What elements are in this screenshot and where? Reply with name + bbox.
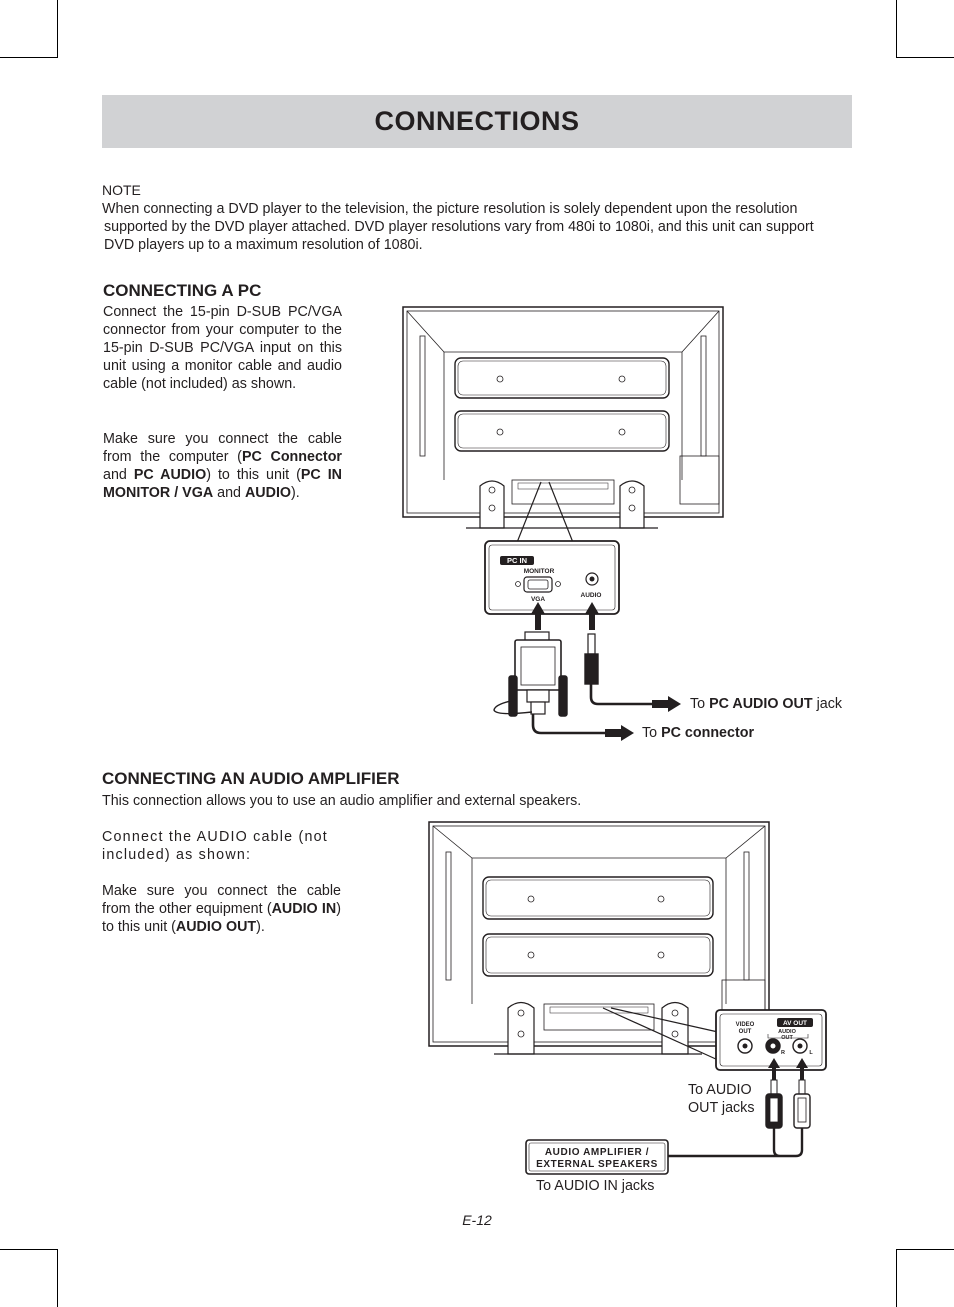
amp-connection-diagram: VIDEO OUT AV OUT AUDIO OUT R L AUDIO AMP… bbox=[428, 821, 827, 1175]
pc-in-panel bbox=[484, 540, 620, 615]
monitor-label: MONITOR bbox=[524, 568, 555, 575]
vga-label: VGA bbox=[531, 596, 545, 603]
pc-para2-text-c: and bbox=[103, 467, 134, 483]
amp-para2-text-e: ). bbox=[256, 919, 265, 935]
arrow-up-audio bbox=[585, 602, 599, 630]
page-number: E-12 bbox=[462, 1212, 492, 1228]
page-title-bar: CONNECTIONS bbox=[102, 95, 852, 148]
pc-para2-bold-pc-in: PC IN MONITOR / VGA bbox=[103, 467, 342, 501]
label-to-audio-in-jacks: To AUDIO IN jacks bbox=[536, 1178, 655, 1194]
pc-section-para-1: Connect the 15-pin D-SUB PC/VGA connecto… bbox=[103, 304, 342, 392]
note-label: NOTE bbox=[102, 182, 141, 198]
crop-mark-bottom-left-v bbox=[57, 1249, 58, 1307]
audio-cable bbox=[668, 1143, 804, 1158]
amp-section-intro: This connection allows you to use an aud… bbox=[102, 793, 582, 809]
amp-section-para-1: Connect the AUDIO cable (not included) a… bbox=[102, 829, 328, 863]
vga-plug bbox=[493, 631, 605, 735]
amplifier-label-2: EXTERNAL SPEAKERS bbox=[536, 1159, 658, 1170]
crop-mark-top-left-h bbox=[0, 57, 58, 58]
tv-back-illustration-2 bbox=[428, 821, 770, 1061]
pc-section-para-2: Make sure you connect the cable from the… bbox=[103, 430, 342, 502]
arrow-up-vga bbox=[531, 602, 545, 630]
amp-para2-bold-audio-out: AUDIO OUT bbox=[175, 919, 257, 935]
amp-section-heading: CONNECTING AN AUDIO AMPLIFIER bbox=[102, 769, 400, 788]
note-line-1: When connecting a DVD player to the tele… bbox=[102, 201, 798, 217]
crop-mark-top-right-v bbox=[896, 0, 897, 58]
rca-plug-l bbox=[793, 1079, 811, 1143]
note-line-2: supported by the DVD player attached. DV… bbox=[104, 219, 814, 235]
pc-para2-text-g: and bbox=[213, 485, 245, 501]
pc-para2-text-i: ). bbox=[291, 485, 300, 501]
amp-para2-text-a: Make sure you connect the cable from the… bbox=[102, 883, 341, 917]
arrow-right-pc bbox=[605, 725, 634, 741]
video-out-label-1: VIDEO bbox=[736, 1022, 755, 1028]
pc-para2-bold-audio: AUDIO bbox=[244, 485, 292, 501]
label-audio-bold: PC AUDIO OUT bbox=[709, 696, 813, 712]
label-pc-bold: PC connector bbox=[661, 725, 755, 741]
arrow-right-audio bbox=[652, 696, 681, 712]
crop-mark-top-right-h bbox=[896, 57, 954, 58]
arrow-up-r bbox=[768, 1058, 780, 1080]
video-out-label-2: OUT bbox=[739, 1029, 752, 1035]
arrow-up-l bbox=[796, 1058, 808, 1080]
label-audio-prefix: To bbox=[690, 696, 710, 712]
pc-connection-diagram: PC IN MONITOR VGA AUDIO bbox=[402, 306, 724, 741]
amp-section-para-2: Make sure you connect the cable from the… bbox=[102, 882, 341, 936]
av-out-panel bbox=[715, 1009, 827, 1071]
label-to-pc-audio-out: To PC AUDIO OUT jack bbox=[690, 696, 842, 712]
label-to-pc-connector: To PC connector bbox=[642, 725, 754, 741]
audio-out-label-2: OUT bbox=[781, 1035, 793, 1041]
rca-plug-r bbox=[765, 1079, 783, 1143]
crop-mark-bottom-left-h bbox=[0, 1249, 58, 1250]
pc-para2-text-a: Make sure you connect the cable from the… bbox=[103, 431, 342, 465]
crop-mark-bottom-right-h bbox=[896, 1249, 954, 1250]
note-line-3: DVD players up to a maximum resolution o… bbox=[104, 237, 423, 253]
audio-label: AUDIO bbox=[581, 592, 602, 599]
amplifier-box bbox=[525, 1139, 669, 1175]
tv-back-illustration bbox=[402, 306, 724, 546]
note-text: When connecting a DVD player to the tele… bbox=[102, 200, 854, 254]
label-audio-suffix: jack bbox=[812, 696, 843, 712]
amplifier-label-1: AUDIO AMPLIFIER / bbox=[545, 1147, 649, 1158]
crop-mark-top-left-v bbox=[57, 0, 58, 58]
amp-para2-bold-audio-in: AUDIO IN bbox=[271, 901, 337, 917]
r-label: R bbox=[781, 1050, 785, 1056]
av-out-badge: AV OUT bbox=[783, 1020, 807, 1027]
pc-in-badge: PC IN bbox=[507, 556, 527, 565]
label-to-audio-out-jacks-2: OUT jacks bbox=[688, 1100, 755, 1116]
pc-para2-bold-pc-connector: PC Connector bbox=[241, 449, 342, 465]
label-pc-prefix: To bbox=[642, 725, 662, 741]
pc-section-heading: CONNECTING A PC bbox=[103, 281, 262, 300]
pc-para2-text-e: ) to this unit ( bbox=[206, 467, 301, 483]
pc-para2-bold-pc-audio: PC AUDIO bbox=[133, 467, 207, 483]
label-to-audio-out-jacks-1: To AUDIO bbox=[688, 1082, 752, 1098]
audio-out-label-1: AUDIO bbox=[778, 1029, 796, 1035]
amp-para2-text-c: ) to this unit ( bbox=[102, 901, 341, 935]
page-title: CONNECTIONS bbox=[374, 106, 580, 136]
crop-mark-bottom-right-v bbox=[896, 1249, 897, 1307]
audio-plug bbox=[584, 633, 652, 706]
l-label: L bbox=[809, 1050, 813, 1056]
